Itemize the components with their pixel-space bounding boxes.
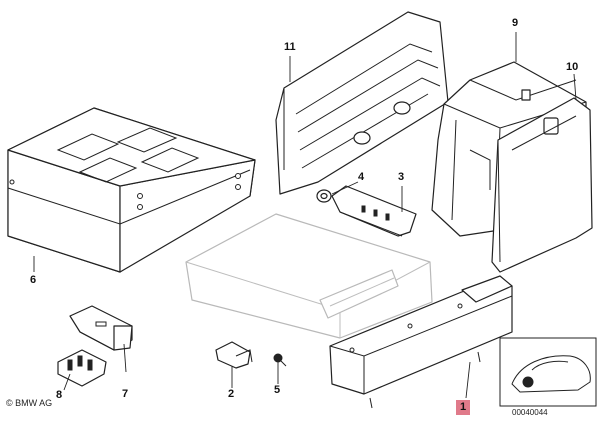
callout-5[interactable]: 5 (274, 384, 281, 396)
callout-11[interactable]: 11 (284, 41, 296, 53)
part-3-bracket-strip[interactable] (331, 185, 417, 237)
callout-6[interactable]: 6 (30, 274, 37, 286)
part-1-control-module[interactable] (329, 275, 513, 409)
part-4-grommet[interactable] (316, 189, 332, 203)
callout-8[interactable]: 8 (56, 389, 63, 401)
part-10-lid[interactable] (491, 97, 593, 273)
part-2-small-bracket[interactable] (215, 341, 253, 369)
callout-9[interactable]: 9 (512, 17, 519, 29)
part-11-heat-shield[interactable] (275, 11, 449, 195)
part-6-tray[interactable] (7, 107, 256, 273)
control-unit-ghost (185, 213, 433, 339)
callout-4[interactable]: 4 (358, 171, 365, 183)
car-locator-inset (499, 337, 597, 407)
part-5-screw[interactable] (273, 353, 287, 367)
callout-3[interactable]: 3 (398, 171, 405, 183)
copyright-text: © BMW AG (6, 398, 53, 408)
callout-1[interactable]: 1 (456, 400, 471, 415)
leader-lines (33, 32, 577, 399)
part-7-bracket[interactable] (69, 305, 133, 351)
document-number: 00040044 (512, 408, 548, 417)
callout-2[interactable]: 2 (228, 388, 235, 400)
callout-10[interactable]: 10 (566, 61, 579, 73)
part-8-clip[interactable] (57, 349, 107, 387)
callout-7[interactable]: 7 (122, 388, 129, 400)
